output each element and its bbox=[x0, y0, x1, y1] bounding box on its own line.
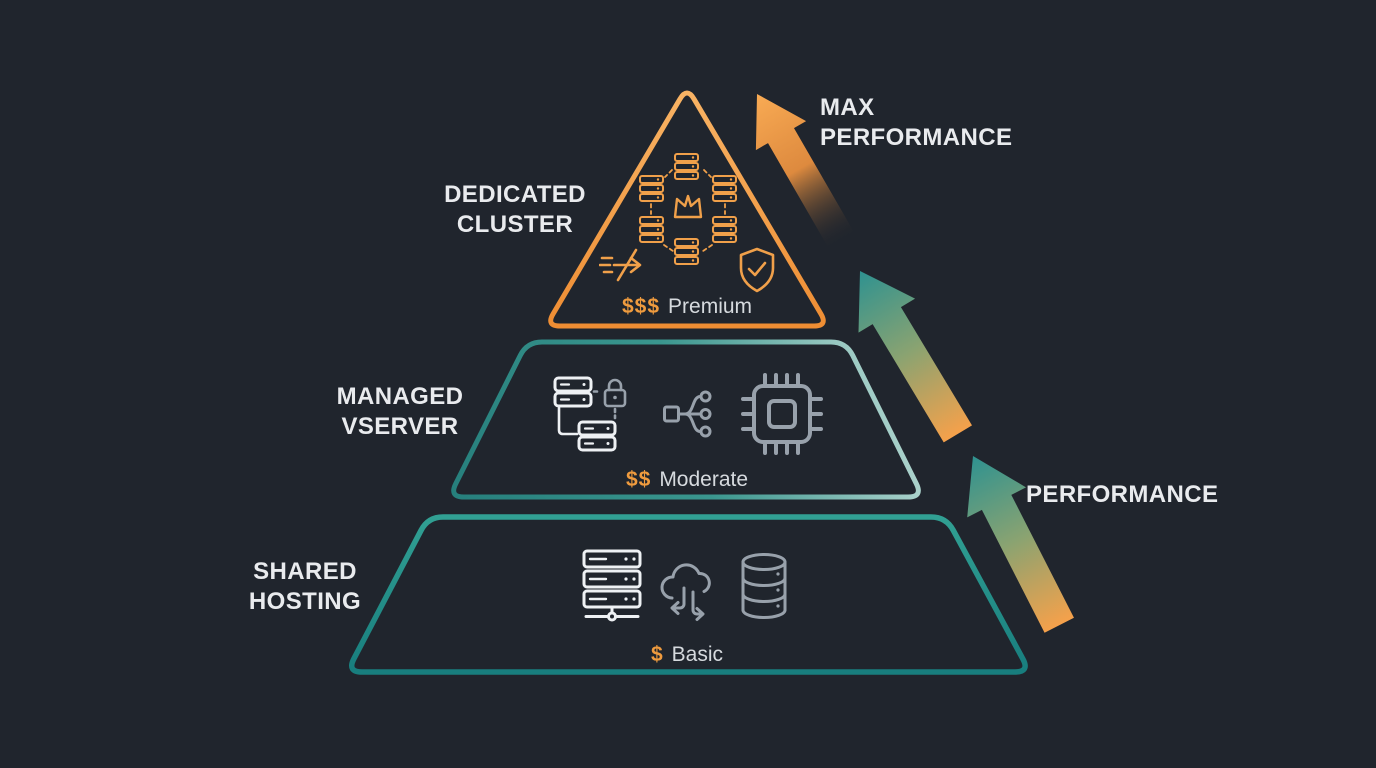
cloud-sync-icon bbox=[660, 563, 711, 621]
tier-1-title: DEDICATED CLUSTER bbox=[415, 180, 615, 240]
performance-text: PERFORMANCE bbox=[1026, 481, 1219, 508]
tier-3-trapezoid-outline bbox=[349, 514, 1028, 675]
cpu-chip-icon bbox=[741, 373, 823, 455]
tier-2-title-line-1: MANAGED bbox=[336, 383, 464, 410]
network-branch-icon bbox=[663, 390, 712, 438]
max-performance-arrow bbox=[755, 94, 856, 251]
tier-2-title-line-2: VSERVER bbox=[341, 413, 459, 440]
tier-1-title-line-2: CLUSTER bbox=[456, 211, 574, 238]
linked-servers-lock-icon bbox=[553, 376, 627, 452]
tier-3-title-line-2: HOSTING bbox=[248, 588, 362, 615]
server-cluster-crown-icon bbox=[639, 153, 737, 265]
tier-2-trapezoid-outline bbox=[451, 339, 921, 500]
max-performance-label: MAX PERFORMANCE bbox=[820, 93, 1060, 153]
performance-arrow-upper bbox=[858, 271, 973, 443]
performance-label: PERFORMANCE bbox=[1026, 480, 1266, 510]
database-icon bbox=[741, 553, 787, 619]
tier-3-title-line-1: SHARED bbox=[253, 558, 357, 585]
tier-1-price: $$$ Premium bbox=[587, 295, 787, 319]
server-rack-icon bbox=[582, 549, 642, 622]
tier-2-price-symbol: $$ bbox=[625, 468, 652, 491]
performance-arrow-lower bbox=[967, 456, 1074, 633]
tier-3-title: SHARED HOSTING bbox=[205, 557, 405, 617]
tier-1-price-label: Premium bbox=[668, 295, 753, 318]
tier-3-price: $ Basic bbox=[587, 643, 787, 667]
tier-3-price-symbol: $ bbox=[650, 643, 664, 666]
tier-1-triangle-outline bbox=[548, 90, 826, 329]
tier-1-title-line-1: DEDICATED bbox=[444, 181, 586, 208]
speed-icon bbox=[599, 248, 642, 282]
max-performance-line-2: PERFORMANCE bbox=[820, 124, 1013, 151]
shield-check-icon bbox=[739, 247, 775, 293]
tier-1-price-symbol: $$$ bbox=[621, 295, 661, 318]
tier-3-price-label: Basic bbox=[671, 643, 724, 666]
tier-2-price-label: Moderate bbox=[659, 468, 749, 491]
max-performance-line-1: MAX bbox=[820, 94, 875, 121]
tier-2-price: $$ Moderate bbox=[587, 468, 787, 492]
tier-2-title: MANAGED VSERVER bbox=[300, 382, 500, 442]
